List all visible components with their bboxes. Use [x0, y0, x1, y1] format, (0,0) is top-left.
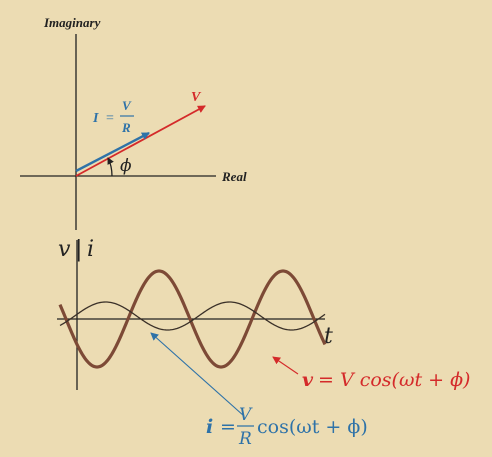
current-waveform	[59, 301, 326, 331]
waveform-plot: v | i t v = V cos(ωt + ϕ) i = V R cos(ωt…	[57, 237, 470, 449]
current-phasor-equals: =	[106, 111, 114, 126]
waveform-current-axis-label: i	[87, 237, 94, 262]
current-annotation-leader	[150, 332, 245, 417]
phase-angle-arc	[107, 157, 114, 177]
current-equation: i = V R cos(ωt + ϕ)	[206, 405, 368, 449]
real-axis-label: Real	[221, 169, 247, 184]
current-phasor-numerator: V	[122, 98, 132, 113]
current-equation-equals: =	[220, 416, 236, 438]
current-phasor-symbol: I	[92, 111, 99, 126]
phasor-diagram: Imaginary Real V I = V R ϕ	[20, 15, 247, 230]
current-phasor-label: I = V R	[92, 98, 134, 135]
voltage-phasor-arrow	[75, 105, 206, 177]
imaginary-axis-label: Imaginary	[43, 15, 101, 30]
voltage-equation-lhs: v	[302, 369, 314, 391]
voltage-waveform	[58, 269, 327, 369]
waveform-voltage-axis-label: v	[58, 237, 71, 262]
voltage-equation-rhs: = V cos(ωt + ϕ)	[318, 369, 470, 391]
phase-angle-label: ϕ	[120, 156, 132, 176]
current-equation-rhs: cos(ωt + ϕ)	[257, 416, 368, 438]
current-equation-numerator: V	[239, 405, 253, 425]
voltage-phasor-label: V	[191, 90, 202, 105]
voltage-annotation-leader	[272, 356, 299, 375]
waveform-time-axis-label: t	[324, 324, 333, 349]
current-phasor-arrow	[75, 131, 150, 173]
current-equation-lhs: i	[206, 416, 213, 438]
current-phasor-denominator: R	[121, 120, 131, 135]
current-equation-denominator: R	[238, 429, 252, 449]
voltage-equation: v = V cos(ωt + ϕ)	[302, 369, 470, 391]
waveform-axis-separator: |	[75, 237, 82, 262]
